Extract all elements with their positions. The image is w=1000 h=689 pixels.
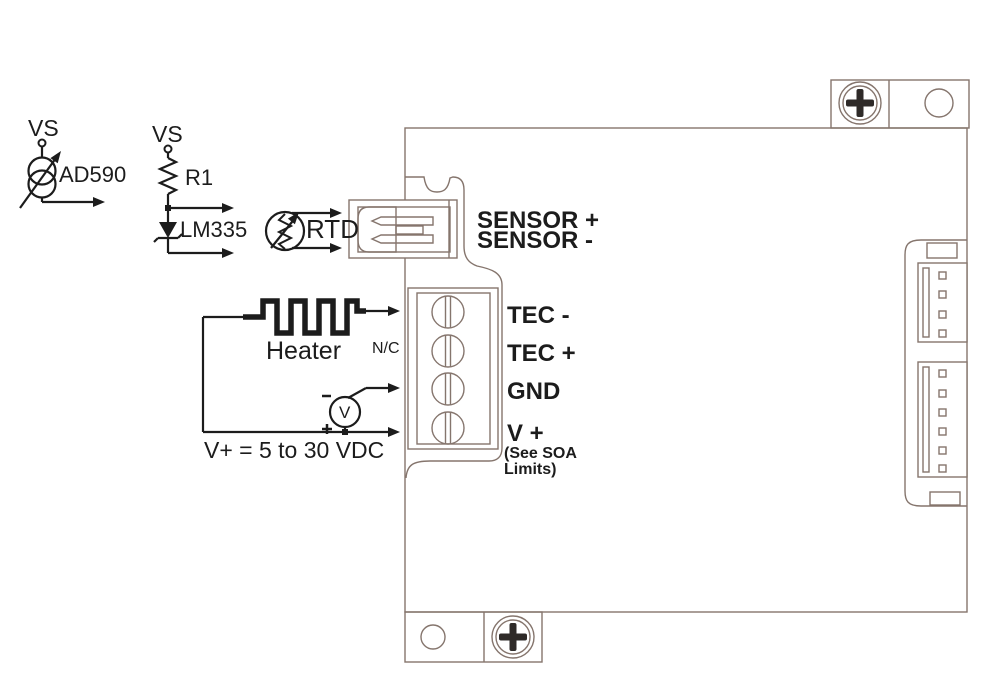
arrowhead-ad590-output: [93, 197, 105, 207]
header-4pin-pin-1: [938, 271, 947, 280]
header-6pin-pin-1: [938, 369, 947, 378]
sensor-pin-plus: [370, 216, 434, 226]
terminal-screw-gnd: [431, 372, 465, 406]
header-4pin-pin-4: [938, 329, 947, 338]
gnd-label: GND: [507, 378, 561, 405]
sensor-connector-key: [395, 225, 424, 235]
rtd-symbol: [264, 210, 334, 252]
heater-power-loop: [201, 298, 392, 434]
header-6pin-pin-3: [938, 408, 947, 417]
sensor-connector-latch: [357, 206, 397, 253]
vplus-label: V +: [507, 420, 544, 447]
soa-note-line1: (See SOA: [504, 445, 577, 462]
phillips-cross-bottom-icon: [499, 623, 527, 651]
voltage-source-label: V: [339, 403, 351, 422]
right-region-top-notch: [926, 242, 958, 259]
circuit-filled-shapes: [50, 151, 400, 437]
arrowhead-rtd-minus: [330, 243, 342, 253]
junction-dot-lm335: [165, 205, 171, 211]
arrowhead-rtd-diagonal: [287, 212, 299, 225]
header-6pin-pin-5: [938, 446, 947, 455]
resistor-r1-label: R1: [185, 165, 214, 190]
lm335-part-label: LM335: [180, 217, 248, 242]
rtd-diagonal-arrow-shaft: [270, 216, 297, 249]
terminal-block-shell: [407, 287, 499, 450]
rtd-circle: [264, 210, 306, 252]
pcb-silhouette-left: [405, 176, 503, 479]
right-header-4pin: [917, 262, 968, 343]
sensor-connector: [348, 199, 458, 259]
rtd-zigzag: [276, 213, 294, 250]
phillips-screw-bottom-inner: [495, 619, 531, 655]
terminal-screw-vplus: [431, 411, 465, 445]
resistor-r1-zigzag: [157, 157, 179, 195]
header-6pin-pin-4: [938, 427, 947, 436]
header-4pin-key-bar: [922, 267, 930, 338]
arrowhead-ad590-diagonal: [50, 151, 61, 164]
top-mounting-tab: [830, 79, 970, 129]
rtd-label: RTD: [306, 214, 359, 244]
terminal-screw-tec-plus: [431, 334, 465, 368]
header-6pin-key-bar: [922, 366, 930, 473]
phillips-cross-glyphs: [499, 89, 874, 651]
external-circuit: [19, 138, 392, 434]
lm335-supply-label: VS: [152, 121, 183, 147]
header-4pin-pin-3: [938, 310, 947, 319]
terminal-screw-tec-minus: [431, 295, 465, 329]
phillips-cross-top-icon: [846, 89, 874, 117]
header-4pin-body: [917, 262, 968, 343]
phillips-screw-bottom-outer: [491, 615, 535, 659]
arrowhead-lm335-node: [222, 203, 234, 213]
tec-plus-label: TEC +: [507, 340, 576, 367]
tec-minus-label: TEC -: [507, 302, 570, 329]
ad590-supply-label: VS: [28, 115, 59, 141]
mounting-hole-top: [924, 88, 954, 118]
junction-dot-vsource: [342, 429, 348, 435]
bottom-mounting-tab: [404, 611, 543, 663]
terminal-block-inner: [416, 292, 491, 445]
arrowhead-vplus: [388, 427, 400, 437]
header-6pin-body: [917, 361, 968, 478]
ad590-diagonal-arrow-shaft: [19, 157, 57, 209]
supply-range-label: V+ = 5 to 30 VDC: [204, 437, 385, 463]
terminal-block: [407, 287, 499, 450]
right-header-6pin: [917, 361, 968, 478]
ad590-symbol: [19, 138, 94, 209]
header-6pin-pin-6: [938, 464, 947, 473]
heater-label: Heater: [266, 337, 342, 365]
ad590-current-source-circle-1: [27, 156, 57, 186]
sensor-pin-minus: [370, 234, 434, 244]
controller-module: [348, 79, 970, 663]
sensor-plus-label: SENSOR +: [477, 207, 600, 234]
phillips-screw-top-outer: [838, 81, 882, 125]
zener-diode-triangle: [159, 222, 177, 238]
sensor-connector-shell: [348, 199, 458, 259]
plus-sign-icon: [322, 424, 332, 434]
pcb-silhouette-right: [904, 239, 967, 507]
phillips-screw-top-inner: [842, 85, 878, 121]
heater-element: [243, 298, 366, 336]
no-connect-label: N/C: [372, 340, 400, 357]
top-tab-outline: [830, 79, 970, 129]
arrowhead-gnd: [388, 383, 400, 393]
soa-note-line2: Limits): [504, 461, 557, 478]
header-6pin-pin-2: [938, 389, 947, 398]
arrowhead-rtd-plus: [330, 208, 342, 218]
ad590-part-label: AD590: [59, 162, 127, 187]
sensor-minus-label: SENSOR -: [477, 227, 594, 254]
mounting-hole-bottom: [420, 624, 446, 650]
right-region-bottom-notch: [929, 491, 961, 506]
arrowhead-tec-minus: [388, 306, 400, 316]
lm335-symbol: [153, 144, 226, 255]
bottom-tab-outline: [404, 611, 543, 663]
arrowhead-lm335-bottom: [222, 248, 234, 258]
header-4pin-pin-2: [938, 290, 947, 299]
